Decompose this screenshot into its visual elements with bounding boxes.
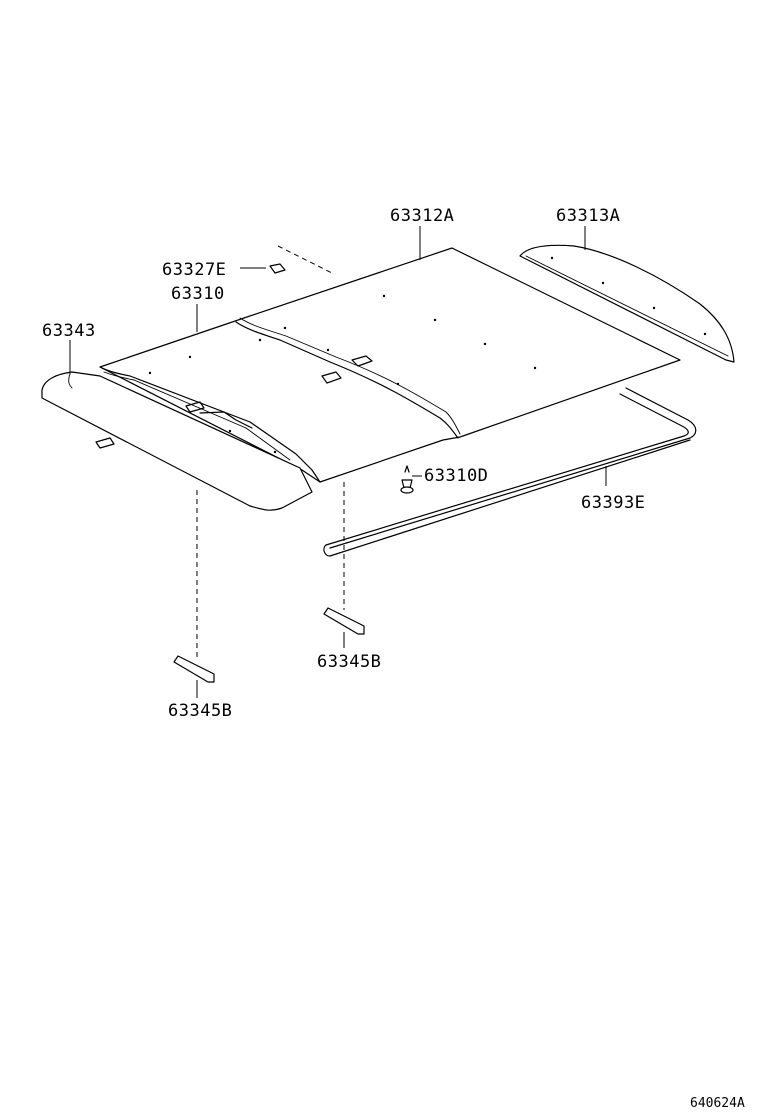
figure-code: 640624A: [690, 1096, 745, 1111]
label-63310: 63310: [171, 284, 225, 304]
label-63345B-left: 63345B: [168, 701, 232, 721]
fastener-clip: [400, 465, 414, 494]
label-63310D: 63310D: [424, 466, 488, 486]
front-board: [41, 371, 313, 511]
small-tab-part: [269, 263, 286, 274]
label-63313A: 63313A: [556, 206, 620, 226]
pad-center: [323, 607, 365, 635]
label-63343: 63343: [42, 321, 96, 341]
rail-strip: [323, 387, 697, 557]
label-63312A: 63312A: [390, 206, 454, 226]
label-63393E: 63393E: [581, 493, 645, 513]
assembly-line-tab: [277, 245, 335, 275]
rear-trim-panel: [519, 244, 735, 363]
label-63327E: 63327E: [162, 260, 226, 280]
pad-left: [173, 655, 215, 683]
label-63345B-center: 63345B: [317, 652, 381, 672]
roof-headliner-panel: [99, 247, 681, 483]
